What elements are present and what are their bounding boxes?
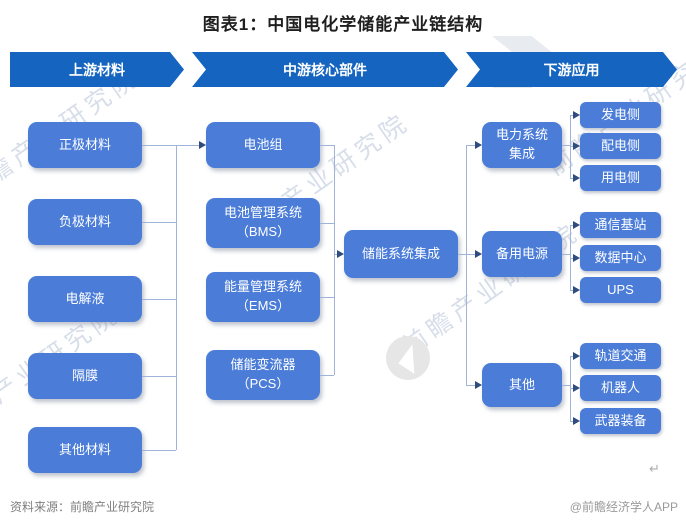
stage-label: 中游核心部件 — [283, 61, 367, 78]
stage-label: 上游材料 — [69, 61, 125, 78]
node-ems: 能量管理系统 （EMS） — [206, 272, 320, 322]
connector — [466, 254, 475, 255]
node-label: 储能变流器 — [230, 357, 296, 373]
connector — [142, 376, 176, 377]
leaf-telecom-base-station: 通信基站 — [580, 212, 661, 238]
connector — [466, 145, 475, 146]
connector — [466, 385, 475, 386]
stage-arrow-downstream: 下游应用 — [466, 52, 677, 87]
credit-note: @前瞻经济学人APP — [569, 500, 678, 514]
node-label: 电池组 — [243, 136, 283, 152]
connector — [176, 145, 199, 146]
node-electrolyte: 电解液 — [28, 276, 142, 322]
node-label: 电力系统 — [495, 127, 548, 143]
connector — [570, 225, 573, 226]
connector — [142, 450, 176, 451]
connector — [142, 222, 176, 223]
connector — [176, 145, 177, 450]
leaf-data-center: 数据中心 — [580, 245, 661, 271]
arrowhead-icon — [573, 111, 580, 119]
connector — [570, 115, 573, 116]
arrowhead-icon — [475, 381, 482, 389]
leaf-robots: 机器人 — [580, 375, 661, 401]
connector — [466, 145, 467, 385]
node-power-system-integration: 电力系统 集成 — [482, 122, 562, 168]
arrowhead-icon — [573, 142, 580, 150]
leaf-distribution-side: 配电侧 — [580, 133, 661, 159]
connector — [570, 225, 571, 290]
node-label: 能量管理系统 — [223, 279, 302, 295]
leaf-consumption-side: 用电侧 — [580, 165, 661, 191]
connector — [320, 145, 334, 146]
connector — [334, 145, 335, 375]
node-storage-system-integration: 储能系统集成 — [344, 230, 458, 278]
connector — [570, 421, 573, 422]
leaf-weapons-equipment: 武器装备 — [580, 408, 661, 434]
node-pcs: 储能变流器 （PCS） — [206, 350, 320, 400]
arrowhead-icon — [337, 250, 344, 258]
arrowhead-icon — [573, 286, 580, 294]
node-label: 电池管理系统 — [223, 205, 302, 221]
connector — [570, 146, 573, 147]
arrowhead-icon — [573, 352, 580, 360]
connector — [570, 356, 573, 357]
node-cathode-material: 正极材料 — [28, 122, 142, 168]
node-backup-power: 备用电源 — [482, 231, 562, 277]
source-note: 资料来源：前瞻产业研究院 — [10, 500, 155, 514]
arrowhead-icon — [199, 141, 206, 149]
arrowhead-icon — [475, 141, 482, 149]
leaf-rail-transit: 轨道交通 — [580, 343, 661, 369]
node-label: 其他 — [508, 376, 535, 392]
node-other-materials: 其他材料 — [28, 427, 142, 473]
node-separator: 隔膜 — [28, 353, 142, 399]
arrowhead-icon — [573, 417, 580, 425]
node-anode-material: 负极材料 — [28, 199, 142, 245]
connector — [570, 258, 573, 259]
connector — [320, 297, 334, 298]
node-bms: 电池管理系统 （BMS） — [206, 198, 320, 248]
connector — [570, 178, 573, 179]
qianzhan-logo-watermark-icon — [386, 336, 430, 380]
node-label: 备用电源 — [495, 245, 548, 261]
leaf-generation-side: 发电侧 — [580, 102, 661, 128]
logo-wedge-icon — [397, 342, 421, 374]
connector — [570, 290, 573, 291]
node-sublabel: （EMS） — [235, 298, 291, 313]
connector — [562, 254, 570, 255]
stage-arrow-upstream: 上游材料 — [10, 52, 184, 87]
arrowhead-icon — [573, 254, 580, 262]
stage-label: 下游应用 — [543, 61, 600, 78]
connector — [334, 254, 338, 255]
connector — [320, 375, 334, 376]
stage-arrow-midstream: 中游核心部件 — [192, 52, 458, 87]
node-sublabel: （PCS） — [236, 376, 290, 391]
connector — [142, 299, 176, 300]
node-others: 其他 — [482, 363, 562, 407]
return-mark-icon: ↵ — [649, 461, 660, 476]
arrowhead-icon — [475, 250, 482, 258]
arrowhead-icon — [573, 174, 580, 182]
connector — [562, 145, 570, 146]
connector — [142, 145, 176, 146]
page-title: 图表1：中国电化学储能产业链结构 — [202, 15, 484, 34]
connector — [570, 388, 573, 389]
arrowhead-icon — [573, 221, 580, 229]
node-sublabel: 集成 — [508, 146, 535, 161]
connector — [320, 223, 334, 224]
connector — [562, 385, 570, 386]
arrowhead-icon — [573, 384, 580, 392]
node-battery-pack: 电池组 — [206, 122, 320, 168]
node-sublabel: （BMS） — [235, 224, 291, 239]
connector — [458, 254, 466, 255]
leaf-ups: UPS — [580, 277, 661, 303]
